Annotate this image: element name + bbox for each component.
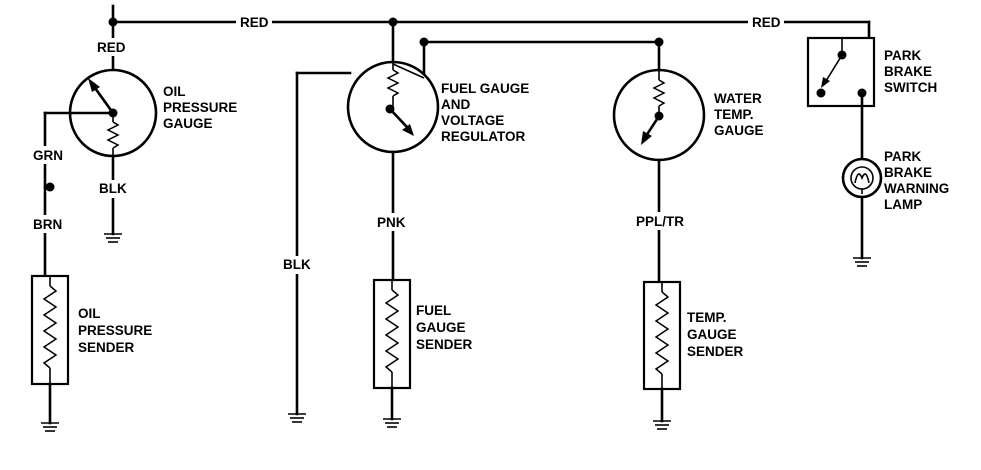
wire-label-red-main-2: RED [752, 15, 781, 30]
wire-label-pnk: PNK [377, 215, 406, 230]
fuel-gauge-label-1: FUEL GAUGE [441, 81, 529, 96]
oil-pressure-sender [30, 274, 70, 432]
park-lamp-label-1: PARK [884, 149, 922, 164]
park-lamp-label-3: WARNING [884, 181, 949, 196]
fuel-gauge-label-3: VOLTAGE [441, 113, 504, 128]
oil-gauge-label-2: PRESSURE [163, 100, 237, 115]
park-switch-label-2: BRAKE [884, 64, 932, 79]
fuel-sender-label-3: SENDER [416, 337, 473, 352]
fuel-gauge-label-4: REGULATOR [441, 129, 526, 144]
wire-label-brn: BRN [33, 217, 62, 232]
oil-pressure-gauge [43, 38, 158, 158]
park-brake-switch [806, 36, 876, 160]
wire-label-blk-oil: BLK [99, 181, 127, 196]
wire-label-red-oil: RED [97, 40, 126, 55]
temp-sender-label-2: GAUGE [687, 327, 737, 342]
park-switch-label-1: PARK [884, 48, 922, 63]
water-gauge-label-1: WATER [714, 91, 762, 106]
fuel-gauge-blk-ground [280, 256, 316, 423]
fuel-gauge-label-2: AND [441, 97, 470, 112]
fuel-sender-label-1: FUEL [416, 303, 451, 318]
park-lamp-label-4: LAMP [884, 197, 922, 212]
water-gauge-label-2: TEMP. [714, 107, 754, 122]
wire-label-ppl-tr: PPL/TR [636, 214, 684, 229]
water-gauge-label-3: GAUGE [714, 123, 764, 138]
park-lamp-label-2: BRAKE [884, 165, 932, 180]
oil-sender-label-3: SENDER [78, 340, 135, 355]
wire-label-grn: GRN [33, 148, 63, 163]
fuel-gauge-voltage-regulator [295, 20, 664, 416]
oil-sender-label-1: OIL [78, 306, 101, 321]
temp-sender-label-1: TEMP. [687, 310, 727, 325]
park-brake-warning-lamp [841, 157, 883, 267]
oil-sender-wire [30, 111, 70, 278]
wire-label-red-main-1: RED [240, 15, 269, 30]
fuel-gauge-sender [372, 278, 412, 428]
park-switch-label-3: SWITCH [884, 80, 937, 95]
temp-sender-label-3: SENDER [687, 344, 744, 359]
temp-gauge-sender [642, 280, 682, 430]
water-temp-gauge [612, 68, 706, 284]
oil-gauge-label-1: OIL [163, 84, 186, 99]
oil-sender-label-2: PRESSURE [78, 323, 152, 338]
oil-gauge-ground [97, 154, 129, 243]
wire-label-blk-fuel: BLK [283, 257, 311, 272]
oil-gauge-label-3: GAUGE [163, 116, 213, 131]
fuel-sender-label-2: GAUGE [416, 320, 466, 335]
